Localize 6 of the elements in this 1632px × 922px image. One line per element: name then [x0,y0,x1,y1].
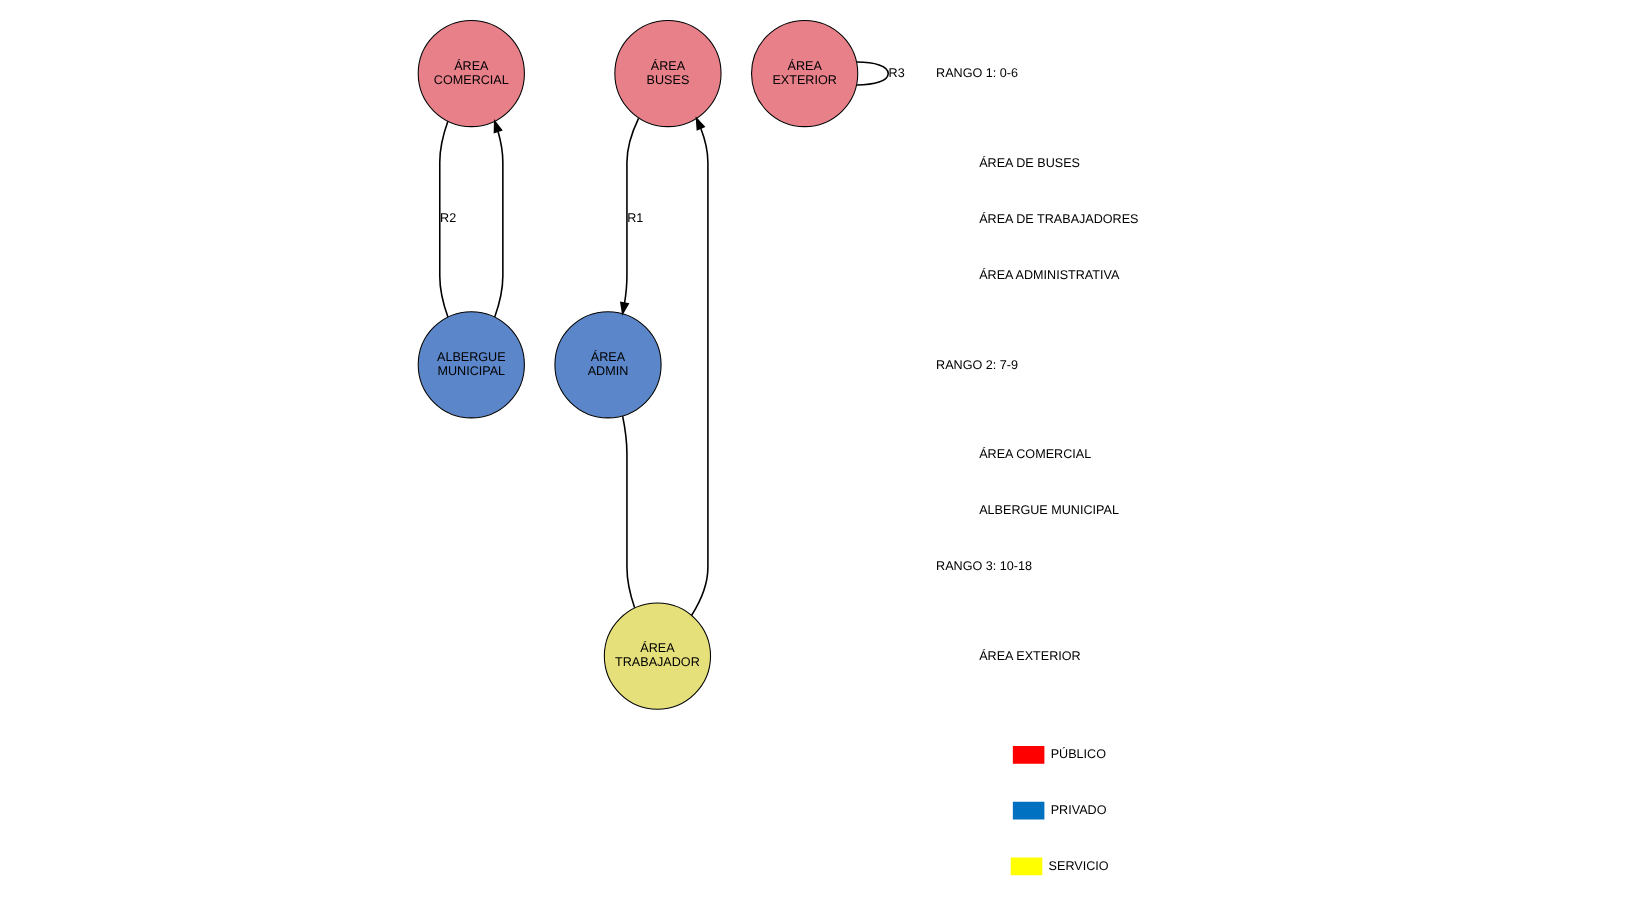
arrow [689,116,708,616]
arrow [618,117,639,316]
connector [620,415,635,609]
connector [437,120,448,318]
arrow [492,119,503,318]
connector [855,61,889,86]
